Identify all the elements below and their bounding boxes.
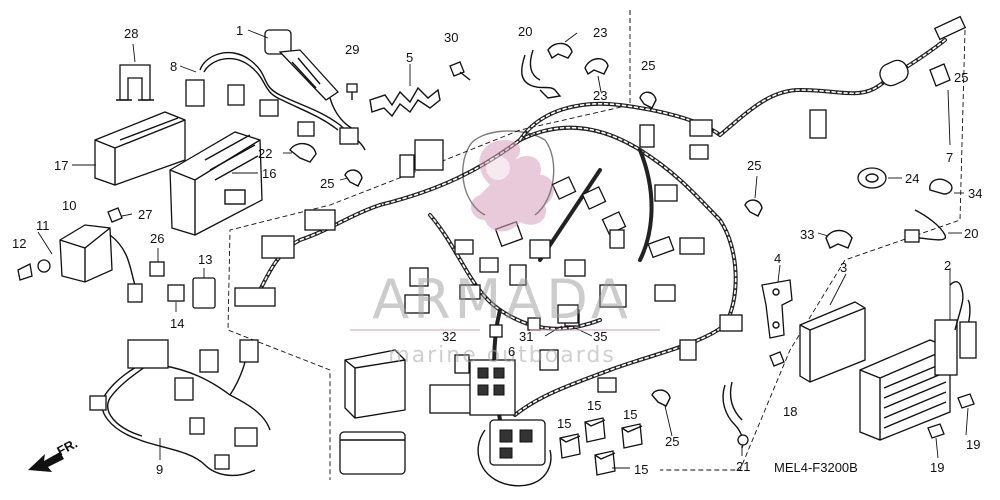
callout-25d: 25	[320, 176, 334, 191]
harness-connectors	[234, 109, 827, 393]
sub-harness-7	[879, 15, 967, 87]
callout-23a: 23	[593, 25, 607, 40]
clamp-22	[289, 143, 317, 163]
callout-29: 29	[345, 42, 359, 57]
callout-2: 2	[944, 258, 951, 273]
callout-35: 35	[593, 329, 607, 344]
callout-25a: 25	[641, 58, 655, 73]
stay-5	[369, 86, 441, 118]
front-direction-arrow: FR.	[28, 436, 80, 472]
grommet-24	[857, 167, 887, 189]
callout-30: 30	[444, 30, 458, 45]
callout-33: 33	[800, 227, 814, 242]
relays-15	[559, 417, 643, 476]
control-module-11	[17, 207, 143, 303]
callout-19b: 19	[930, 460, 944, 475]
ecu-box-17	[94, 111, 186, 186]
callout-18: 18	[783, 404, 797, 419]
callout-13: 13	[198, 252, 212, 267]
callout-4: 4	[774, 251, 781, 266]
watermark-tagline: marine outboards	[388, 343, 616, 368]
callout-10: 10	[62, 198, 76, 213]
sub-harness-9	[89, 339, 271, 477]
regulator-rectifier-2	[859, 281, 977, 441]
callout-25e: 25	[665, 434, 679, 449]
clips-20-23-top	[521, 42, 609, 99]
callout-15a: 15	[557, 416, 571, 431]
bracket-4	[761, 279, 793, 367]
assembly-boundaries	[227, 10, 966, 480]
clip-33	[825, 229, 853, 249]
ecu-16	[169, 131, 263, 236]
callout-12: 12	[12, 236, 26, 251]
clamp-25-set	[344, 91, 763, 407]
watermark-logo	[462, 130, 555, 232]
callout-6: 6	[508, 344, 515, 359]
callout-9: 9	[156, 462, 163, 477]
callout-21: 21	[736, 459, 750, 474]
callout-8: 8	[170, 59, 177, 74]
band-21	[722, 381, 749, 449]
callout-16: 16	[262, 166, 276, 181]
bolt-30	[449, 61, 471, 81]
callout-14: 14	[170, 316, 184, 331]
callout-24: 24	[905, 171, 919, 186]
diagram-code: MEL4-F3200B	[774, 460, 858, 475]
watermark-brand: ARMADA	[372, 268, 632, 331]
callout-5: 5	[406, 50, 413, 65]
callout-28: 28	[124, 26, 138, 41]
small-connectors-left	[149, 261, 216, 309]
ignition-coil	[264, 29, 356, 131]
bolt-29	[346, 83, 358, 100]
clip-34	[929, 178, 953, 195]
callout-17: 17	[54, 158, 68, 173]
callout-15b: 15	[587, 398, 601, 413]
callout-22: 22	[258, 146, 272, 161]
callout-20a: 20	[518, 24, 532, 39]
callout-27: 27	[138, 207, 152, 222]
callout-7: 7	[946, 150, 953, 165]
relay-18	[799, 301, 866, 383]
callout-32: 32	[442, 329, 456, 344]
callout-25c: 25	[747, 158, 761, 173]
callout-3: 3	[840, 260, 847, 275]
callout-20b: 20	[964, 226, 978, 241]
callout-labels: 1 2 3 4 5 6 7 8 9 10 11 12 13 14 15 15 1…	[12, 23, 982, 477]
callout-15d: 15	[634, 462, 648, 477]
callout-25b: 25	[954, 70, 968, 85]
sub-harness-8	[185, 51, 366, 151]
callout-11: 11	[36, 218, 50, 233]
callout-34: 34	[968, 186, 982, 201]
callout-31: 31	[519, 329, 533, 344]
relays-6-31-32-35	[489, 304, 593, 338]
callout-15c: 15	[623, 407, 637, 422]
callout-26a: 26	[150, 231, 164, 246]
fuse-box-assembly	[339, 349, 552, 487]
bracket-28	[116, 64, 154, 101]
callout-19a: 19	[966, 437, 980, 452]
band-20-right	[904, 209, 947, 243]
callout-1: 1	[236, 23, 243, 38]
callout-23b: 23	[593, 88, 607, 103]
